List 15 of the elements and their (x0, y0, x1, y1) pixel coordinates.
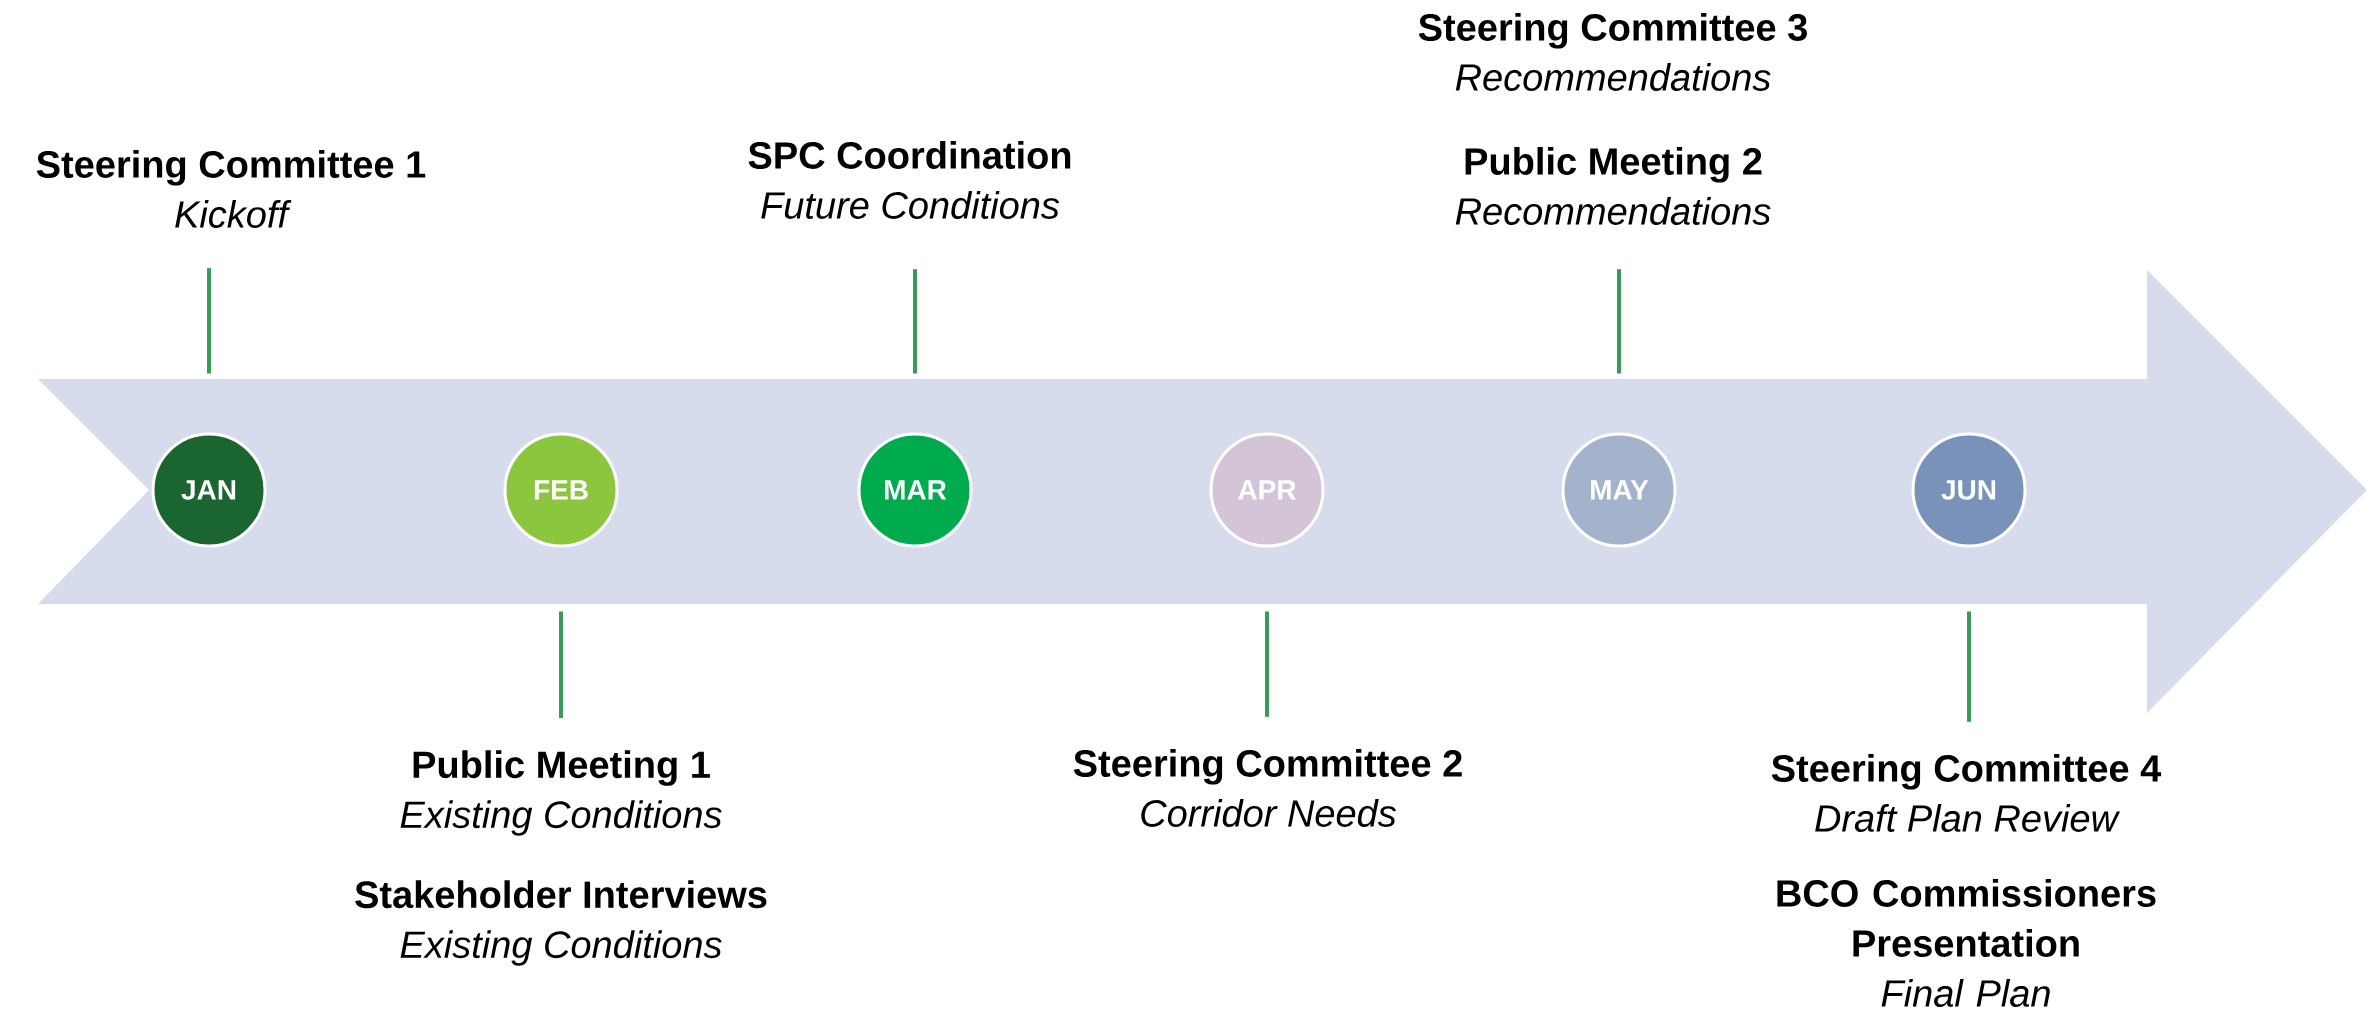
milestone-label: Stakeholder Interviews Existing Conditions (355, 880, 767, 966)
tick-line (1617, 269, 1621, 374)
milestone-label: Public Meeting 1 Existing Conditions (400, 750, 722, 836)
milestone-label: Steering Committee 2 Corridor Needs (1073, 749, 1462, 827)
milestone-label: Steering Committee 3 Recommendations (1418, 13, 1807, 91)
tick-line (207, 268, 211, 374)
tick-line (1265, 611, 1269, 717)
milestone-label: Steering Committee 4 Draft Plan Review (1771, 754, 2162, 832)
milestone-label: SPC Coordination Future Conditions (748, 141, 1071, 219)
milestone-label: BCO Commissioners Presentation Final Plan (1777, 879, 2156, 1007)
tick-line (913, 269, 917, 374)
tick-line (1967, 611, 1971, 722)
milestone-label: Steering Committee 1 Kickoff (36, 150, 426, 228)
tick-line (559, 611, 563, 719)
milestone-label: Public Meeting 2 Recommendations (1455, 147, 1771, 225)
